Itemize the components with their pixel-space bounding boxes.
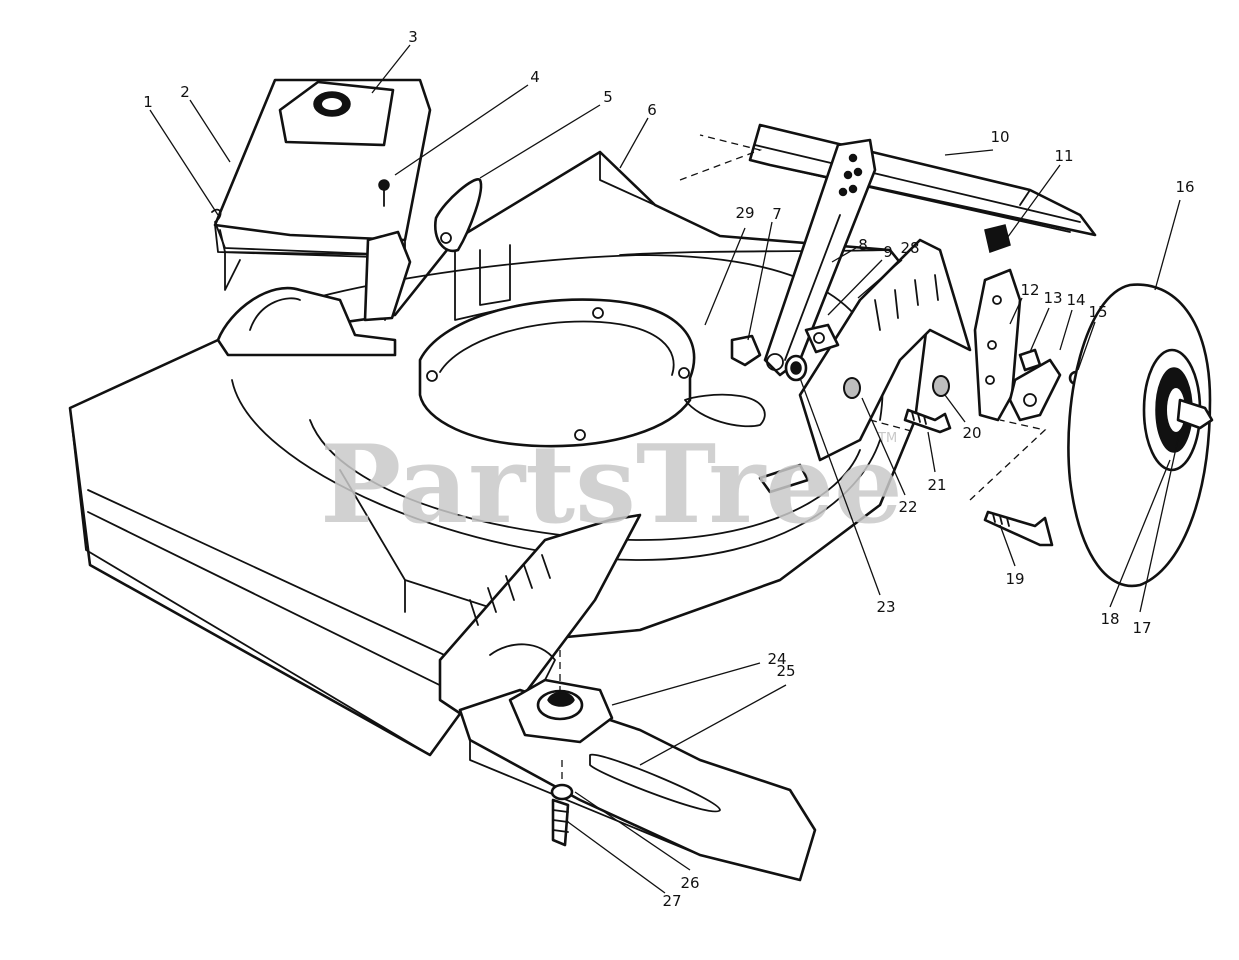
callout-26: 26 [680,874,699,892]
callout-8: 8 [858,236,868,254]
callout-10: 10 [990,128,1009,146]
callout-5: 5 [603,88,613,106]
callout-6: 6 [647,101,657,119]
leader-lines [149,44,1181,894]
callout-12: 12 [1020,281,1039,299]
callout-2: 2 [180,83,190,101]
callout-1: 1 [143,93,153,111]
height-adjust-bracket [433,178,483,253]
rear-discharge-door [211,78,432,322]
bolts [903,408,1054,547]
mower-deck-housing [68,150,972,757]
callout-28: 28 [900,239,919,257]
callout-16: 16 [1175,178,1194,196]
callout-19: 19 [1005,570,1024,588]
callout-14: 14 [1066,291,1085,309]
watermark-text: PartsTree [320,422,903,548]
callout-9: 9 [883,243,893,261]
rear-wheel [1067,283,1214,588]
callout-labels: 1 2 3 4 5 6 7 8 9 10 11 12 13 14 15 16 1… [143,28,1194,910]
callout-20: 20 [962,424,981,442]
callout-4: 4 [530,68,540,86]
callout-17: 17 [1132,619,1151,637]
pivot-hardware [730,323,840,382]
callout-18: 18 [1100,610,1119,628]
callout-29: 29 [735,204,754,222]
callout-25: 25 [776,662,795,680]
callout-15: 15 [1088,303,1107,321]
callout-22: 22 [898,498,917,516]
callout-23: 23 [876,598,895,616]
callout-7: 7 [772,205,782,223]
callout-11: 11 [1054,147,1073,165]
callout-3: 3 [408,28,418,46]
callout-27: 27 [662,892,681,910]
callout-13: 13 [1043,289,1062,307]
callout-24: 24 [767,650,786,668]
callout-21: 21 [927,476,946,494]
blade-assembly [458,678,817,882]
rear-axle-bracket [748,123,1097,237]
